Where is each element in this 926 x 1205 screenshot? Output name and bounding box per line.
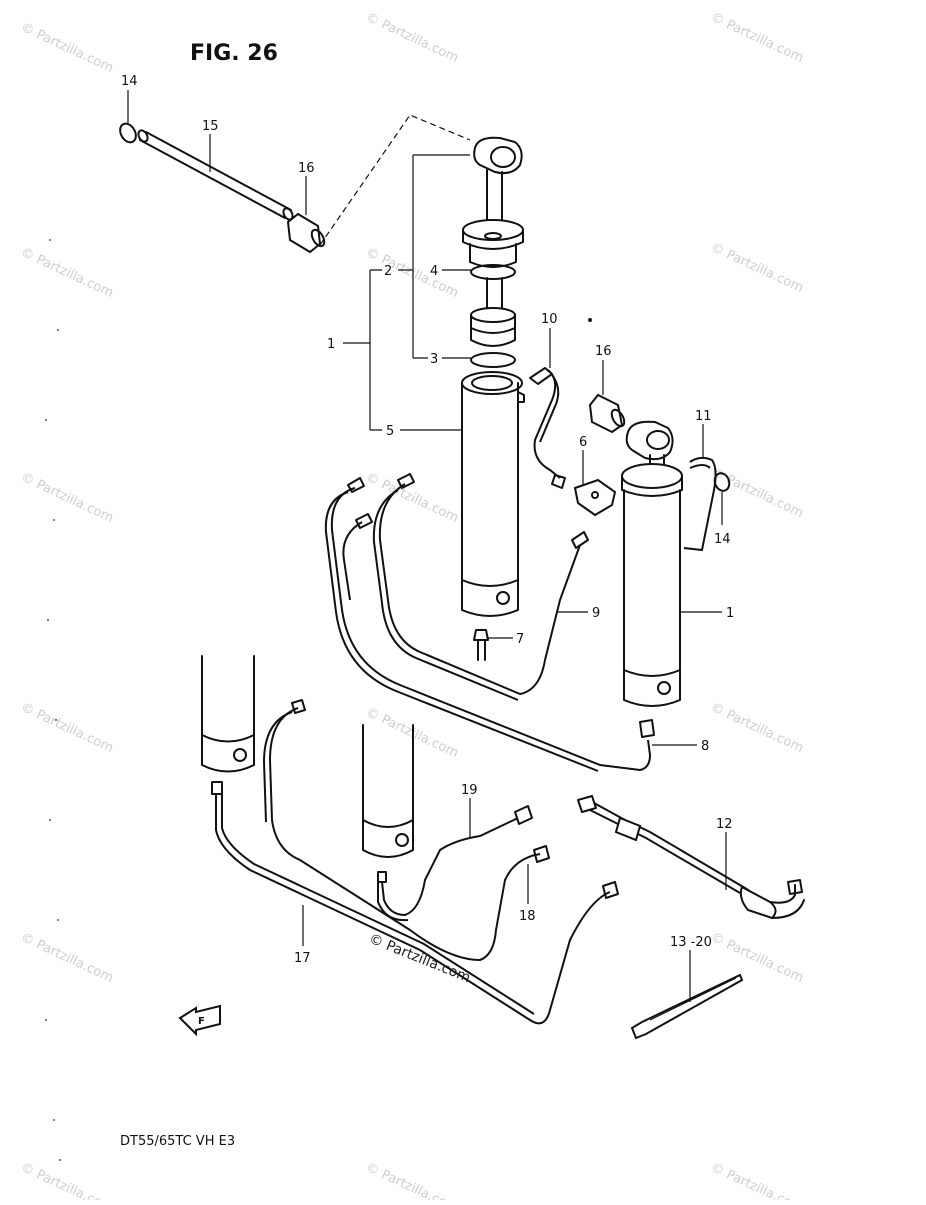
callout-13-20: 13 -20	[670, 935, 712, 950]
guide-line	[319, 114, 471, 246]
callout-6: 6	[579, 435, 587, 450]
figure-title: FIG. 26	[190, 41, 278, 66]
watermark: © Partzilla.com	[18, 470, 115, 526]
callout-8: 8	[701, 739, 709, 754]
callout-7: 7	[516, 632, 524, 647]
part-10-hose	[529, 367, 566, 489]
callout-9: 9	[592, 606, 600, 621]
part-14-clip-top	[119, 122, 137, 144]
callout-11: 11	[695, 409, 712, 424]
callout-14: 14	[121, 74, 138, 89]
callout-15: 15	[202, 119, 219, 134]
hose-bundle-lower	[211, 699, 619, 1025]
model-code: DT55/65TC VH E3	[120, 1134, 235, 1149]
watermark: © Partzilla.com	[18, 245, 115, 301]
part-6-junction-block	[573, 478, 617, 517]
front-direction-arrow-icon: F	[178, 1004, 221, 1037]
callout-3: 3	[430, 352, 438, 367]
watermark: © Partzilla.com	[363, 10, 460, 66]
callout-2: 2	[384, 264, 392, 279]
part-13-20-cable-tie	[630, 973, 744, 1040]
watermark: © Partzilla.com	[18, 700, 115, 756]
watermark: © Partzilla.com	[363, 705, 460, 761]
watermark-layer: © Partzilla.com © Partzilla.com © Partzi…	[18, 10, 805, 1205]
watermark: © Partzilla.com	[18, 930, 115, 986]
callout-5: 5	[386, 424, 394, 439]
callout-17: 17	[294, 951, 311, 966]
watermark: © Partzilla.com	[708, 1160, 805, 1200]
cylinder-assembly-center	[461, 136, 525, 617]
watermark: © Partzilla.com	[18, 20, 115, 76]
cylinder-lower-left	[201, 655, 255, 773]
callout-labels: 14 15 16 1 2 4 3 5 10 16 11 6 14 9 1 7 8…	[121, 74, 734, 966]
callout-16: 16	[298, 161, 315, 176]
watermark: © Partzilla.com	[18, 1160, 115, 1200]
watermark: © Partzilla.com	[708, 10, 805, 66]
callout-14: 14	[714, 532, 731, 547]
callout-4: 4	[430, 264, 438, 279]
callout-1: 1	[327, 337, 335, 352]
callout-18: 18	[519, 909, 536, 924]
watermark: © Partzilla.com	[708, 700, 805, 756]
part-7-fitting	[473, 629, 489, 661]
callout-16: 16	[595, 344, 612, 359]
callout-19: 19	[461, 783, 478, 798]
callout-12: 12	[716, 817, 733, 832]
hose-bundle-upper	[324, 473, 655, 772]
watermark: © Partzilla.com	[363, 1160, 460, 1200]
callout-10: 10	[541, 312, 558, 327]
small-dot	[588, 318, 592, 322]
part-12-hose	[577, 795, 805, 920]
part-16-bushing-left	[286, 212, 326, 254]
scan-specks	[45, 239, 61, 1161]
callout-1: 1	[726, 606, 734, 621]
watermark: © Partzilla.com	[708, 930, 805, 986]
leader-lines	[127, 90, 727, 1002]
svg-text:F: F	[198, 1016, 205, 1027]
watermark: © Partzilla.com	[363, 245, 460, 301]
cylinder-assembly-right	[588, 393, 731, 707]
part-15-pin	[137, 129, 294, 221]
cylinder-lower-middle	[362, 724, 414, 858]
watermark: © Partzilla.com	[708, 240, 805, 296]
watermark-center: © Partzilla.com	[367, 931, 473, 986]
